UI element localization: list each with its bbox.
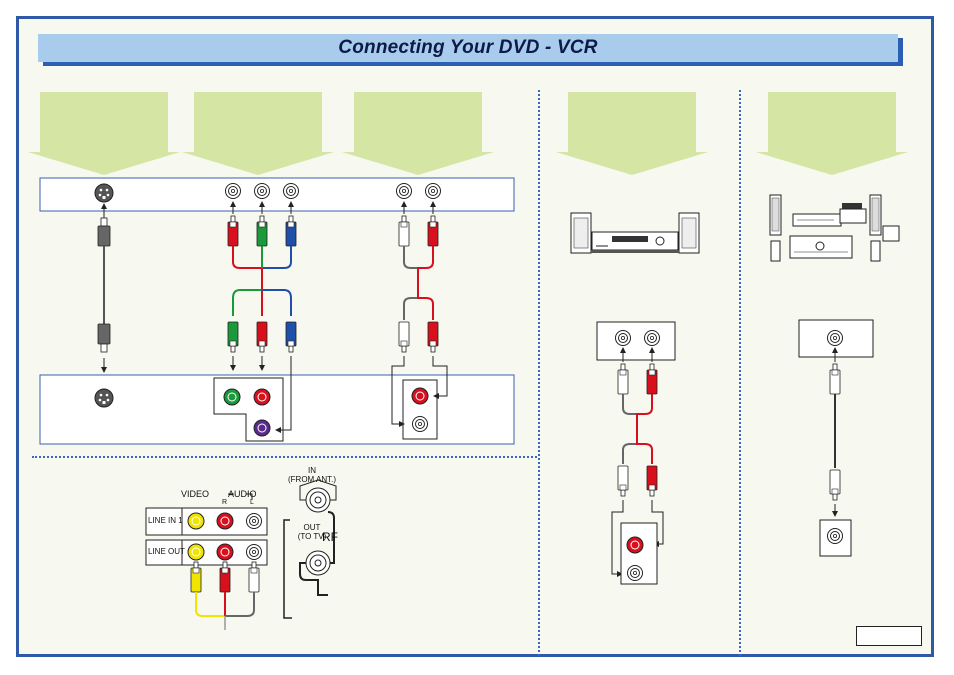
tv-s-video-jack-icon (94, 388, 114, 408)
line-out-label: LINE OUT (148, 547, 185, 556)
rf-out-label: OUT (TO TV) (297, 523, 327, 541)
arrow-heads (28, 92, 908, 175)
audio-l-jack-icon (396, 183, 412, 199)
digital-audio-cable (829, 347, 841, 517)
audio-cables (391, 201, 448, 427)
audio-l-label: L (250, 499, 254, 506)
s-video-jack-icon (94, 183, 114, 203)
arrow-head-1 (28, 92, 180, 175)
page-title: Connecting Your DVD - VCR (338, 37, 598, 58)
video-label: VIDEO (181, 489, 210, 499)
arrow-head-3 (342, 92, 494, 175)
arrow-head-2 (182, 92, 334, 175)
stereo-input-panel (596, 321, 676, 361)
dvd-audio-white-jack-icon (627, 565, 643, 581)
divider-horizontal (32, 456, 537, 458)
home-theater-icon (769, 194, 900, 262)
stereo-audio-cables (611, 347, 664, 577)
component-pb-jack-icon (254, 183, 270, 199)
title-bar: Connecting Your DVD - VCR (38, 34, 898, 62)
digital-in-jack-icon (827, 330, 843, 346)
audio-label: AUDIO (228, 489, 257, 499)
component-cables (227, 201, 297, 433)
component-y-jack-icon (225, 183, 241, 199)
rear-panel-detail (145, 479, 337, 630)
tv-audio-white-jack-icon (412, 416, 428, 432)
audio-r-jack-icon (425, 183, 441, 199)
stereo-system-icon (570, 212, 700, 254)
arrow-head-5 (756, 92, 908, 175)
arrow-head-4 (556, 92, 708, 175)
divider-vertical-1 (538, 90, 540, 656)
divider-vertical-2 (739, 90, 741, 656)
s-video-cable (97, 203, 111, 373)
stereo-l-jack-icon (615, 330, 631, 346)
rf-in-label: IN (FROM ANT.) (288, 466, 336, 484)
audio-r-label: R (222, 499, 228, 506)
line-out-audio-l-jack-icon (246, 544, 262, 560)
component-pr-jack-icon (283, 183, 299, 199)
stereo-r-jack-icon (644, 330, 660, 346)
rf-label: RF (322, 530, 338, 544)
line-in-label: LINE IN 1 (148, 516, 183, 525)
line-in-audio-l-jack-icon (246, 513, 262, 529)
page-number-box (856, 626, 922, 646)
dvd-digital-out-jack-icon (827, 528, 843, 544)
